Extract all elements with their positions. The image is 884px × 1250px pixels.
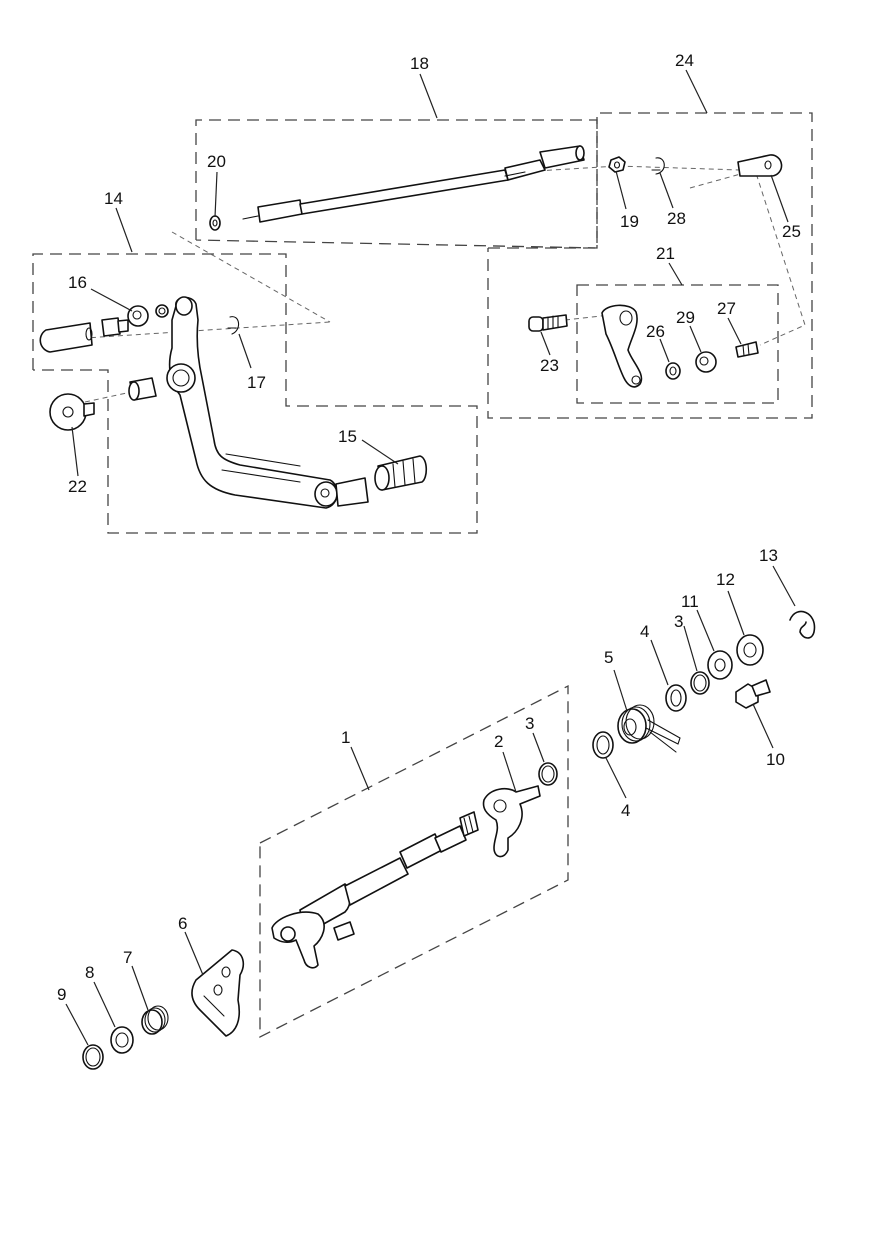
part-2-selector-arm	[482, 785, 541, 858]
part-9-circlip	[82, 1044, 104, 1070]
part-11-washer	[707, 650, 733, 680]
part-23-bolt	[528, 314, 568, 332]
part-20-nut	[209, 215, 221, 231]
callout-28: 28	[667, 209, 686, 228]
part-27-pin	[735, 341, 759, 358]
callout-27: 27	[717, 299, 736, 318]
assembly-boundaries	[32, 112, 813, 1039]
part-6-plate	[191, 949, 245, 1037]
part-28-clip	[651, 157, 665, 175]
linkage-rod	[242, 145, 585, 223]
boundary-14	[32, 253, 478, 534]
callout-8: 8	[85, 963, 94, 982]
callout-13: 13	[759, 546, 778, 565]
part-3-circlip-b	[690, 671, 710, 695]
callout-3-upper: 3	[674, 612, 683, 631]
part-13-circlip	[789, 610, 816, 639]
callout-numbers: 18 24 20 14 16 17 19 28 25 21 23 26 29 2…	[57, 51, 801, 1004]
callout-3-lower: 3	[525, 714, 534, 733]
callout-17: 17	[247, 373, 266, 392]
part-4-washer-a	[592, 731, 614, 759]
callout-1: 1	[341, 728, 350, 747]
callout-15: 15	[338, 427, 357, 446]
part-15-footpeg-rubber	[374, 455, 428, 491]
alignment-line-bracket	[689, 169, 806, 346]
part-25-rod-end	[737, 154, 783, 177]
callout-7: 7	[123, 948, 132, 967]
part-21-bracket	[601, 304, 643, 388]
callout-6: 6	[178, 914, 187, 933]
callout-11: 11	[681, 592, 699, 611]
callout-21: 21	[656, 244, 675, 263]
part-4-washer-b	[665, 684, 687, 712]
callout-9: 9	[57, 985, 66, 1004]
part-19-nut	[608, 156, 626, 173]
callout-25: 25	[782, 222, 801, 241]
callout-26: 26	[646, 322, 665, 341]
boundary-18	[195, 119, 598, 249]
part-7-spring	[141, 1005, 169, 1035]
alignment-line-rod	[171, 231, 331, 323]
callout-10: 10	[766, 750, 785, 769]
part-22-pivot-bolt	[49, 393, 95, 431]
callout-22: 22	[68, 477, 87, 496]
callout-4-upper: 4	[640, 622, 649, 641]
pivot-bush	[128, 377, 157, 401]
callout-20: 20	[207, 152, 226, 171]
callout-16: 16	[68, 273, 87, 292]
callout-23: 23	[540, 356, 559, 375]
part-3-circlip-a	[538, 762, 558, 786]
part-17-clip	[227, 316, 240, 335]
lever-rod-end	[39, 322, 93, 353]
callout-4-lower: 4	[621, 801, 630, 820]
callout-2: 2	[494, 732, 503, 751]
part-5-return-spring	[617, 704, 681, 753]
part-10-stopper-bolt	[735, 679, 771, 709]
boundary-24	[487, 112, 813, 419]
boundary-21	[576, 284, 779, 404]
callout-12: 12	[716, 570, 735, 589]
part-29-bush	[695, 351, 717, 373]
part-8-washer	[110, 1026, 134, 1054]
callout-18: 18	[410, 54, 429, 73]
boundary-1	[259, 684, 569, 1039]
callout-24: 24	[675, 51, 694, 70]
callout-14: 14	[104, 189, 123, 208]
callout-19: 19	[620, 212, 639, 231]
gear-lever	[166, 296, 369, 509]
part-12-washer	[736, 634, 764, 666]
leader-lines	[65, 69, 796, 1046]
lever-pin	[101, 317, 129, 337]
part-26-washer	[665, 362, 681, 380]
callout-29: 29	[676, 308, 695, 327]
part-1-gear-shift-shaft	[271, 811, 479, 969]
part-16-bush	[127, 304, 169, 327]
callout-5: 5	[604, 648, 613, 667]
